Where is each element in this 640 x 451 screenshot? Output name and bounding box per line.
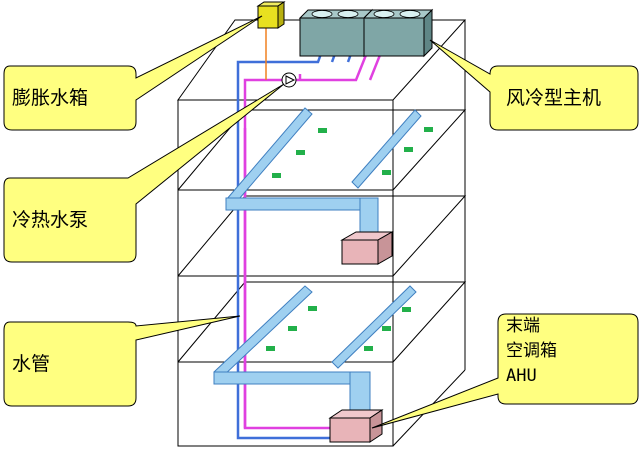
label-expansion-tank: 膨胀水箱 [12, 87, 89, 109]
callout-expansion-tank [3, 15, 263, 131]
floor-slab-3 [177, 281, 467, 363]
label-ahu-line3: AHU [506, 366, 537, 386]
label-ahu-line1: 末端 [506, 316, 540, 336]
diffusers [266, 127, 433, 351]
duct-upper [225, 107, 422, 239]
callout-pipe [3, 315, 241, 407]
callout-pump [3, 83, 285, 263]
expansion-tank-icon [256, 1, 286, 29]
label-pump: 冷热水泵 [12, 209, 89, 231]
chiller-unit-1 [298, 8, 374, 58]
ahu-lower [328, 409, 384, 443]
pump-icon [281, 72, 297, 88]
callout-ahu [371, 313, 639, 429]
label-ahu-line2: 空调箱 [506, 341, 557, 361]
callout-chiller [429, 39, 639, 131]
duct-lower [213, 285, 417, 419]
label-pipe: 水管 [12, 353, 51, 375]
floor-slab-2 [177, 195, 467, 277]
label-chiller: 风冷型主机 [506, 87, 602, 109]
ahu-upper [340, 231, 394, 265]
floor-slab-1 [177, 109, 467, 191]
chiller-unit-2 [362, 8, 434, 58]
